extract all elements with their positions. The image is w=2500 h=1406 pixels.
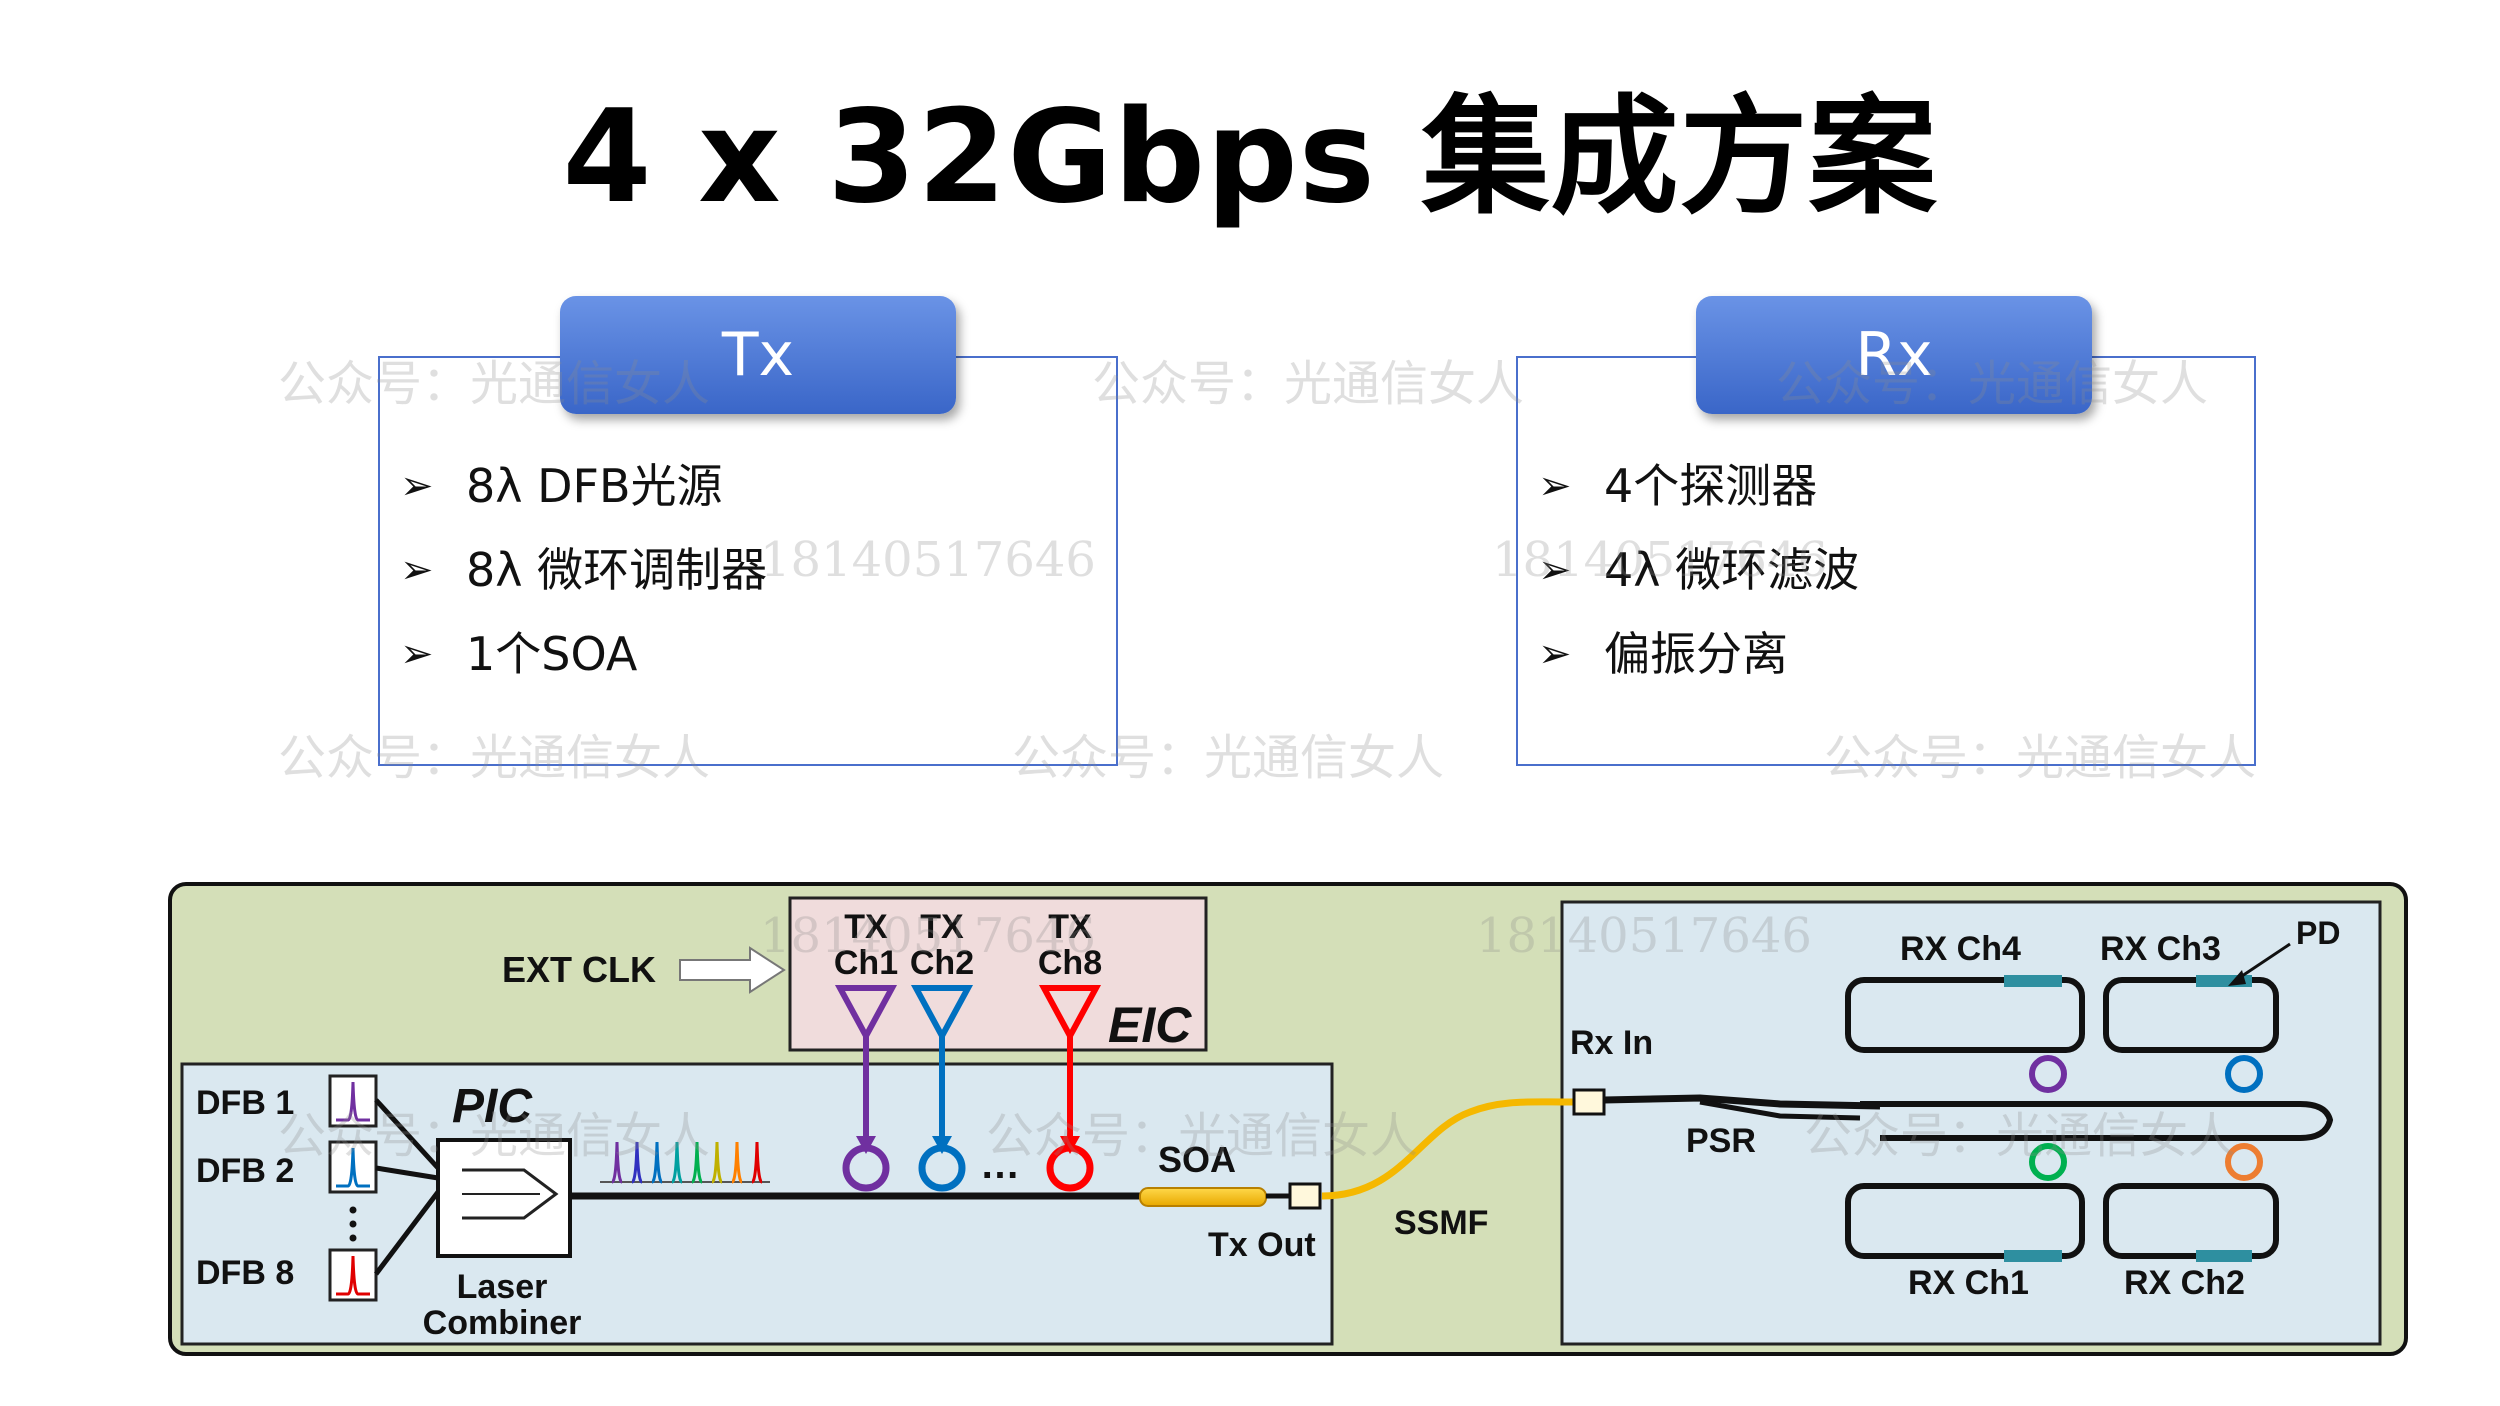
tx-ch2-label-bottom: Ch2 — [910, 944, 974, 982]
psr-splitter-lower — [1699, 1099, 1861, 1121]
rx-bullet-text: 4个探测器 — [1604, 459, 1818, 513]
psr-label: PSR — [1686, 1122, 1756, 1160]
arrow-bullet-icon: ➢ — [1538, 463, 1572, 509]
ssmf-label: SSMF — [1394, 1204, 1488, 1242]
rx-in-coupler — [1572, 1088, 1606, 1116]
dfb2-label: DFB 2 — [196, 1152, 294, 1190]
psr-splitter — [1603, 1094, 1881, 1110]
dfb2-spectrum-icon — [328, 1140, 378, 1194]
rx-ch2-drop-loop — [2103, 1183, 2279, 1259]
dfb1-label: DFB 1 — [196, 1084, 294, 1122]
dfb8-label: DFB 8 — [196, 1254, 294, 1292]
rx-ch4-photodetector — [2004, 975, 2062, 987]
ch1-ring-modulator — [842, 1144, 890, 1192]
arrow-bullet-icon: ➢ — [1538, 547, 1572, 593]
tx-out-coupler — [1288, 1182, 1322, 1210]
rx-ch2-label: RX Ch2 — [2124, 1264, 2245, 1302]
rx-bullet-text: 偏振分离 — [1604, 627, 1788, 681]
tx-bullet-text: 8λ DFB光源 — [466, 459, 723, 513]
tx-ch1-label-bottom: Ch1 — [834, 944, 898, 982]
rx-bullet-item: ➢ 偏振分离 — [1538, 612, 1859, 696]
rx-ch1-ring-filter — [2029, 1143, 2067, 1181]
tx-bullet-text: 8λ 微环调制器 — [466, 543, 768, 597]
rx-ch2-ring-filter — [2225, 1143, 2263, 1181]
dfb-dots-icon — [349, 1206, 357, 1242]
tx-bullet-text: 1个SOA — [466, 627, 638, 681]
eic-label: EIC — [1108, 997, 1192, 1053]
tx-tab: Tx — [560, 296, 956, 414]
rx-bullet-item: ➢ 4λ 微环滤波 — [1538, 528, 1859, 612]
tx-ch2-label-top: TX — [920, 908, 964, 946]
ssmf-fiber — [1321, 1098, 1582, 1200]
tx-bullet-item: ➢ 8λ DFB光源 — [400, 444, 767, 528]
rx-ch4-ring-filter — [2029, 1055, 2067, 1093]
dfb2-waveguide — [375, 1165, 439, 1181]
rx-bus-waveguide — [1860, 1101, 2334, 1141]
rx-ch3-drop-loop — [2103, 977, 2279, 1053]
arrow-bullet-icon: ➢ — [400, 547, 434, 593]
ext-clk-arrow — [679, 946, 786, 994]
ring-ellipsis: … — [980, 1143, 1020, 1187]
wdm-comb-spectrum-icon — [600, 1141, 770, 1184]
dfb1-spectrum-icon — [328, 1074, 378, 1128]
rx-ch1-label: RX Ch1 — [1908, 1264, 2029, 1302]
ch2-driver-triangle — [910, 985, 974, 1043]
laser-combiner-label-bottom: Combiner — [423, 1304, 582, 1342]
tx-bullet-item: ➢ 8λ 微环调制器 — [400, 528, 767, 612]
rx-ch3-ring-filter — [2225, 1055, 2263, 1093]
rx-in-label: Rx In — [1570, 1024, 1653, 1062]
tx-ch8-label-top: TX — [1048, 908, 1092, 946]
tx-bullet-list: ➢ 8λ DFB光源 ➢ 8λ 微环调制器 ➢ 1个SOA — [400, 444, 767, 696]
laser-combiner-label-top: Laser — [457, 1268, 548, 1306]
rx-ch4-label: RX Ch4 — [1900, 930, 2021, 968]
ch2-ring-modulator — [918, 1144, 966, 1192]
rx-ch2-photodetector — [2196, 1250, 2252, 1262]
dfb1-waveguide — [374, 1098, 440, 1170]
pd-pointer-arrowhead — [2228, 970, 2246, 986]
soa-label: SOA — [1158, 1139, 1236, 1180]
combiner-icon — [462, 1168, 559, 1220]
rx-tab: Rx — [1696, 296, 2092, 414]
tx-ch1-label-top: TX — [844, 908, 888, 946]
ch8-ring-modulator — [1046, 1144, 1094, 1192]
rx-ch4-drop-loop — [1845, 977, 2085, 1053]
rx-ch1-photodetector — [2004, 1250, 2062, 1262]
pd-pointer-arrow — [2235, 942, 2291, 982]
pic-label: PIC — [452, 1080, 533, 1133]
laser-combiner-box — [436, 1138, 572, 1258]
ext-clk-label: EXT CLK — [502, 949, 656, 990]
tx-bullet-item: ➢ 1个SOA — [400, 612, 767, 696]
page-title: 4 x 32Gbps 集成方案 — [562, 83, 1938, 232]
rx-bullet-list: ➢ 4个探测器 ➢ 4λ 微环滤波 ➢ 偏振分离 — [1538, 444, 1859, 696]
ch8-driver-triangle — [1038, 985, 1102, 1043]
dfb8-spectrum-icon — [328, 1248, 378, 1302]
dfb8-waveguide — [374, 1190, 440, 1276]
ch1-driver-triangle — [834, 985, 898, 1043]
tx-ch8-label-bottom: Ch8 — [1038, 944, 1102, 982]
arrow-bullet-icon: ➢ — [1538, 631, 1572, 677]
rx-ch3-label: RX Ch3 — [2100, 930, 2221, 968]
pd-label: PD — [2296, 915, 2340, 951]
rx-ch1-drop-loop — [1845, 1183, 2085, 1259]
rx-bullet-item: ➢ 4个探测器 — [1538, 444, 1859, 528]
soa-block — [1139, 1187, 1267, 1207]
tx-out-label: Tx Out — [1208, 1226, 1316, 1264]
rx-bullet-text: 4λ 微环滤波 — [1604, 543, 1860, 597]
arrow-bullet-icon: ➢ — [400, 631, 434, 677]
arrow-bullet-icon: ➢ — [400, 463, 434, 509]
